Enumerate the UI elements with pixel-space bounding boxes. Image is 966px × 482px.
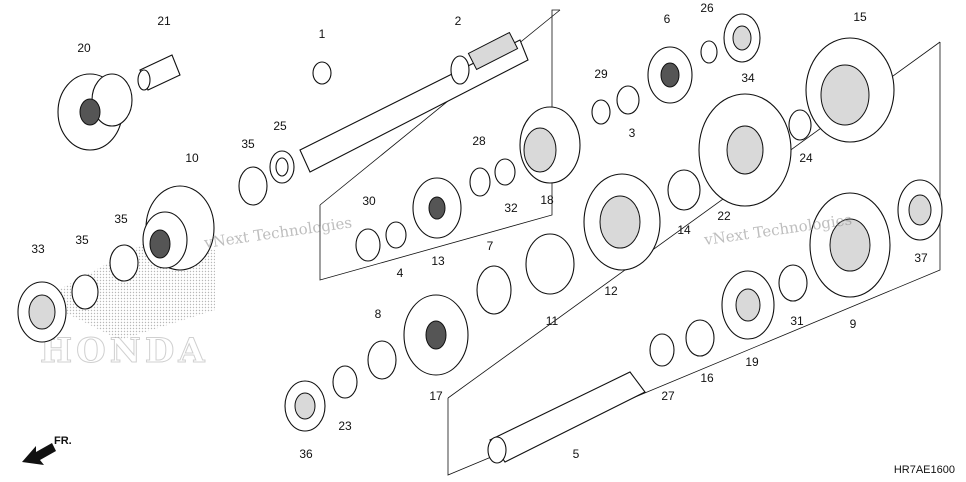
- part-label-p1: 1: [319, 27, 326, 41]
- part-label-p30: 30: [362, 194, 376, 208]
- part-17-gear: [403, 294, 469, 376]
- part-25-washer: [269, 150, 295, 184]
- part-13-gear: [412, 177, 462, 239]
- part-20-gear: [57, 73, 133, 151]
- part-4-collar: [385, 221, 407, 249]
- part-6-hub: [647, 46, 693, 104]
- part-19-gear: [721, 270, 775, 340]
- part-33-bearing: [17, 281, 67, 343]
- part-label-p10: 10: [185, 151, 199, 165]
- part-5-shaft: [487, 371, 646, 464]
- part-label-p24: 24: [799, 151, 813, 165]
- part-12-gear: [583, 173, 661, 271]
- part-label-p28: 28: [472, 134, 486, 148]
- part-label-p18: 18: [540, 193, 554, 207]
- part-2-mainshaft: [299, 31, 529, 173]
- brand-watermark-text: HONDA: [40, 331, 209, 371]
- part-35-bearing: [71, 166, 268, 310]
- watermark-text-1: vNext Technologies: [202, 213, 353, 252]
- part-label-p35b: 35: [114, 212, 128, 226]
- part-16-collar: [685, 319, 715, 357]
- diagram-code: HR7AE1600: [894, 464, 955, 476]
- part-label-p12: 12: [604, 284, 618, 298]
- part-label-p17: 17: [429, 389, 443, 403]
- part-9-gear: [809, 192, 891, 298]
- part-label-p35c: 35: [75, 233, 89, 247]
- part-29-washer: [591, 99, 611, 125]
- part-label-p7: 7: [487, 239, 494, 253]
- part-label-p35a: 35: [241, 137, 255, 151]
- part-22-gear: [698, 93, 792, 207]
- part-label-p11: 11: [546, 314, 559, 328]
- part-label-p5: 5: [573, 447, 580, 461]
- part-label-p23: 23: [338, 419, 352, 433]
- part-21-shaft: [137, 54, 181, 91]
- part-30-washer: [355, 228, 381, 262]
- part-28-washer: [469, 167, 491, 197]
- part-36-bearing: [284, 380, 326, 432]
- part-1-ring: [312, 61, 332, 85]
- part-label-p9: 9: [850, 317, 857, 331]
- part-label-p27: 27: [661, 389, 675, 403]
- part-7-sleeve: [476, 265, 512, 315]
- part-37-bearing: [897, 179, 943, 241]
- part-label-p20: 20: [77, 41, 91, 55]
- part-label-p13: 13: [431, 254, 445, 268]
- part-label-p14: 14: [677, 223, 691, 237]
- part-label-p26: 26: [700, 1, 714, 15]
- part-label-p3: 3: [629, 126, 636, 140]
- part-label-p6: 6: [664, 12, 671, 26]
- part-11-hub: [525, 233, 575, 295]
- part-label-p15: 15: [853, 10, 867, 24]
- part-label-p19: 19: [745, 355, 759, 369]
- part-label-p16: 16: [700, 371, 714, 385]
- part-34-bearing: [723, 13, 761, 63]
- part-31-washer: [778, 264, 808, 302]
- part-label-p22: 22: [717, 209, 731, 223]
- part-label-p34: 34: [741, 71, 755, 85]
- part-label-p29: 29: [594, 67, 608, 81]
- part-label-p33: 33: [31, 242, 45, 256]
- front-direction-indicator: FR.: [22, 435, 72, 465]
- front-label: FR.: [54, 435, 72, 447]
- part-label-p36: 36: [299, 447, 313, 461]
- part-labels: 1234567891011121314151617181920212223242…: [31, 1, 928, 461]
- part-3-bushing: [616, 85, 640, 115]
- part-label-p37: 37: [914, 251, 928, 265]
- part-23-washer: [332, 365, 358, 399]
- part-24-washer: [788, 109, 812, 141]
- part-label-p8: 8: [375, 307, 382, 321]
- part-label-p2: 2: [455, 14, 462, 28]
- part-18-gear: [519, 106, 581, 184]
- part-32-circlip: [494, 158, 516, 186]
- part-label-p21: 21: [157, 14, 171, 28]
- part-14-collar: [667, 169, 701, 211]
- part-label-p25: 25: [273, 119, 287, 133]
- part-15-gear: [805, 37, 895, 143]
- part-label-p32: 32: [504, 201, 518, 215]
- part-label-p31: 31: [790, 314, 804, 328]
- part-10-gear: [142, 185, 215, 271]
- part-8-bearing: [367, 340, 397, 380]
- part-label-p4: 4: [397, 266, 404, 280]
- part-27-washer: [649, 333, 675, 367]
- part-26-washer: [700, 40, 718, 64]
